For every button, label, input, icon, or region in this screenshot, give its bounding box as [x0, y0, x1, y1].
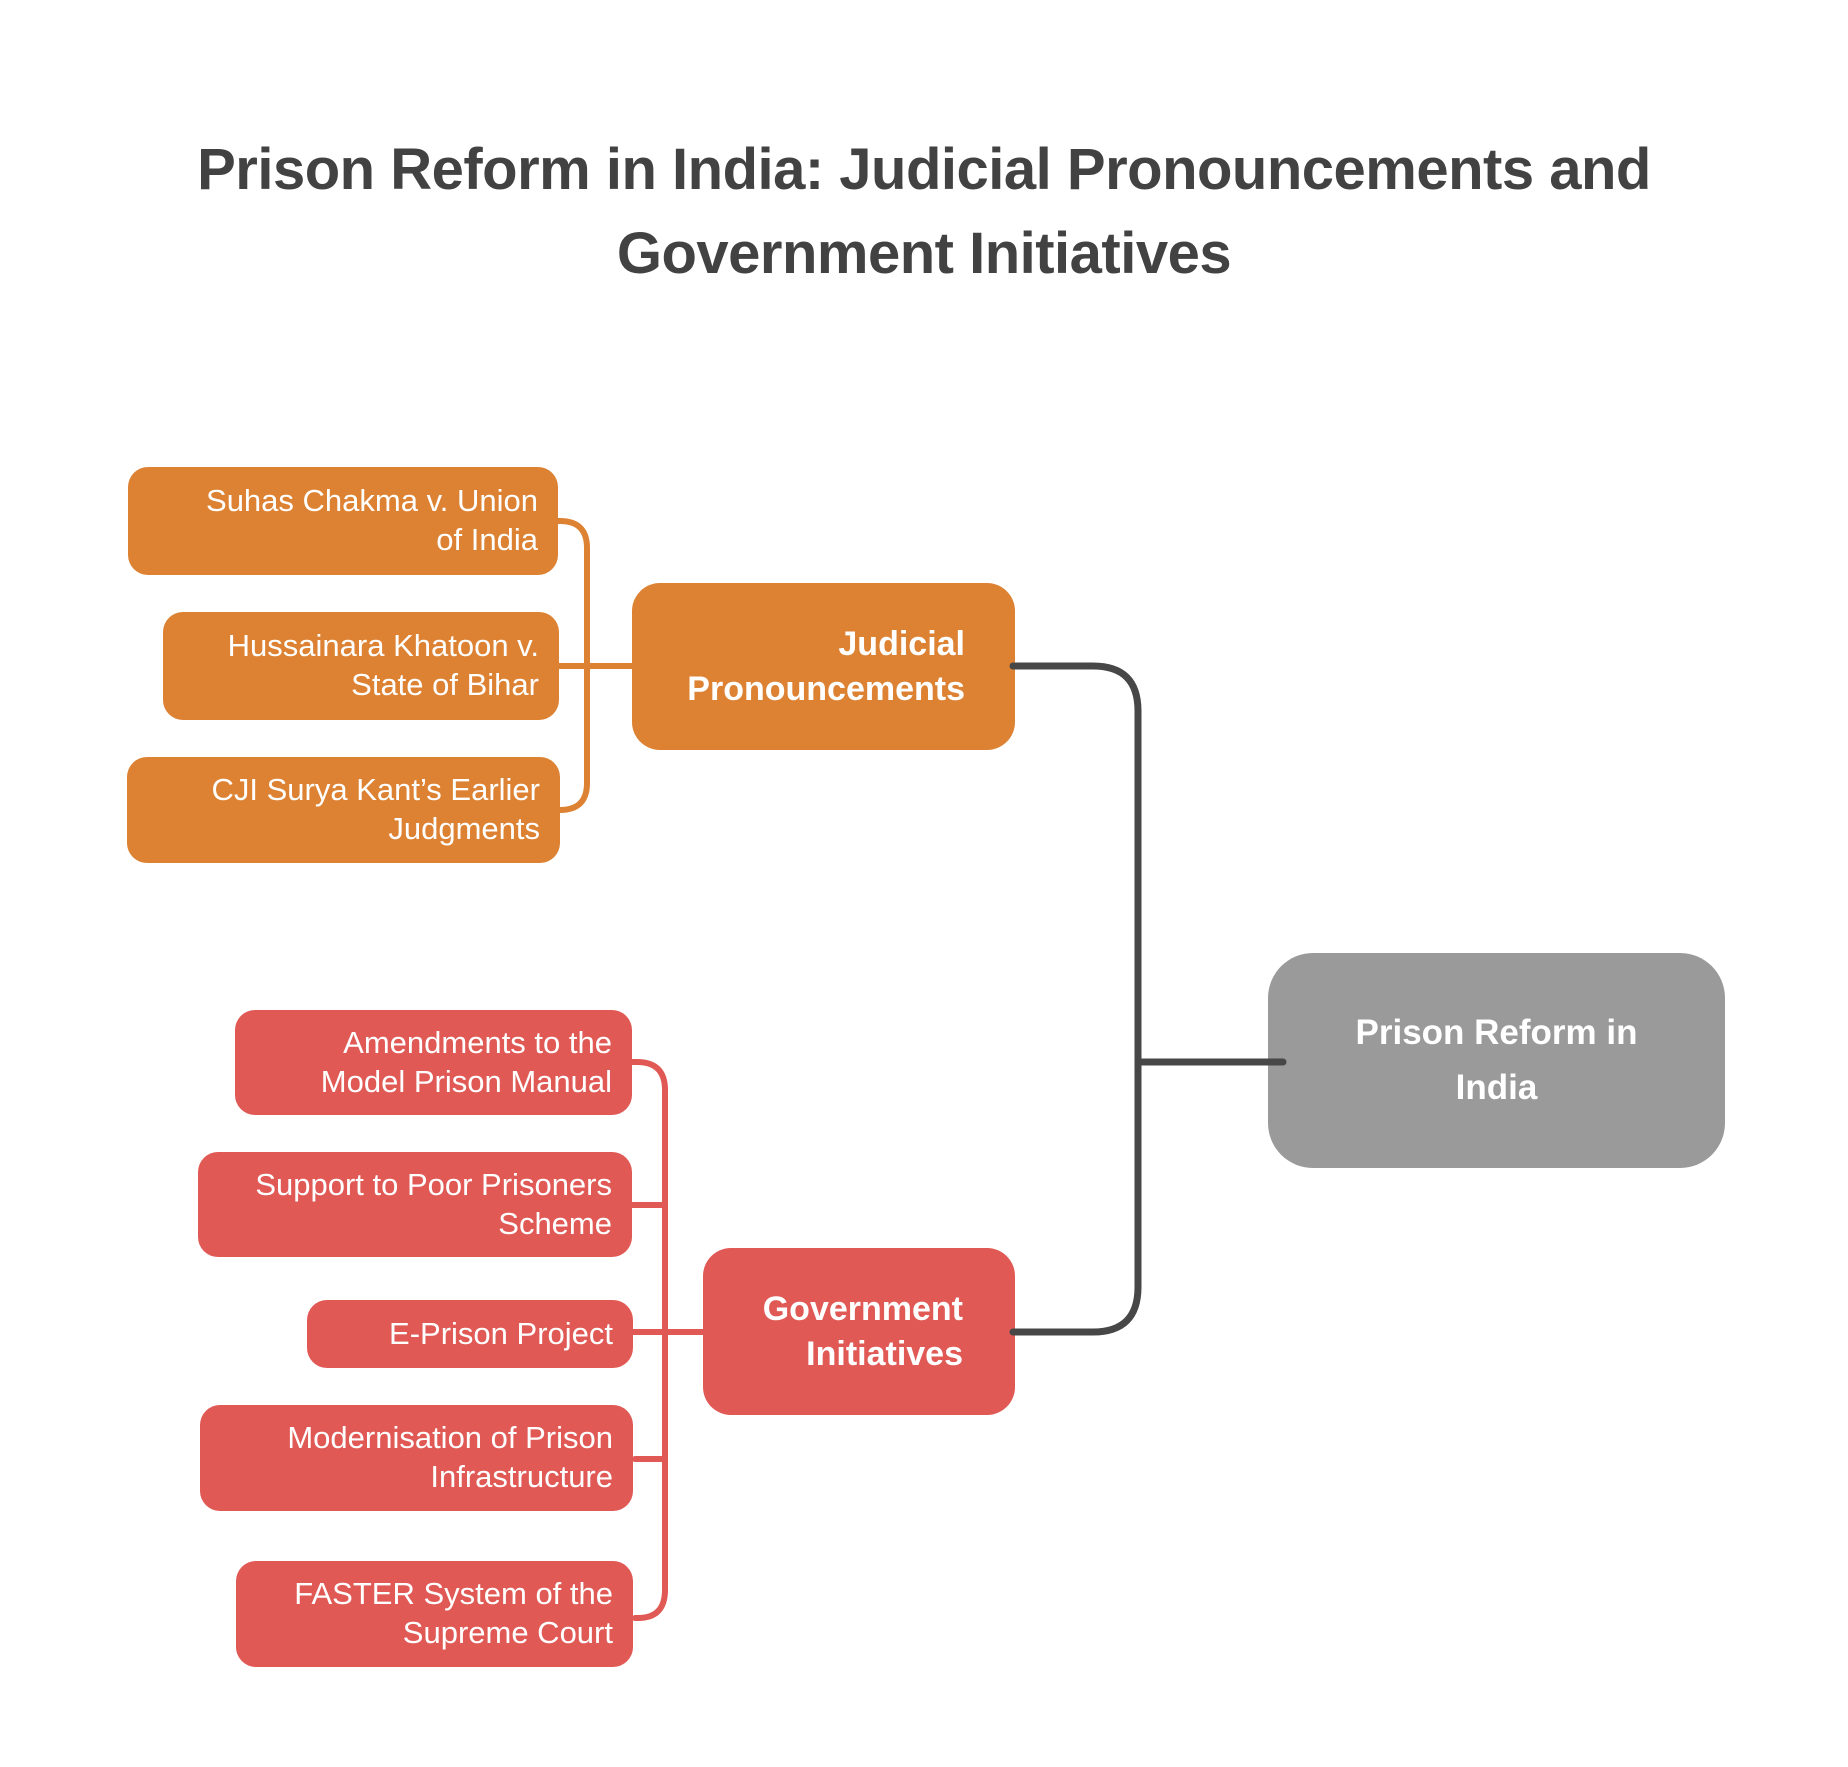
node-suhas-chakma: Suhas Chakma v. Union of India	[128, 467, 558, 575]
node-faster-system-supreme-court: FASTER System of the Supreme Court	[236, 1561, 633, 1667]
node-support-poor-prisoners-scheme: Support to Poor Prisoners Scheme	[198, 1152, 632, 1257]
node-prison-reform-root: Prison Reform in India	[1268, 953, 1725, 1168]
node-government-initiatives: Government Initiatives	[703, 1248, 1015, 1415]
government-bus-connector	[629, 1059, 668, 1621]
node-amendments-model-prison-manual: Amendments to the Model Prison Manual	[235, 1010, 632, 1115]
root-branch-connector	[1009, 662, 1142, 1336]
diagram-title: Prison Reform in India: Judicial Pronoun…	[197, 137, 1651, 286]
node-judicial-pronouncements: Judicial Pronouncements	[632, 583, 1015, 750]
node-e-prison-project: E-Prison Project	[307, 1300, 633, 1368]
node-modernisation-prison-infrastructure: Modernisation of Prison Infrastructure	[200, 1405, 633, 1511]
judicial-bus-connector	[555, 518, 590, 813]
node-hussainara-khatoon: Hussainara Khatoon v. State of Bihar	[163, 612, 559, 720]
node-cji-surya-kant-judgments: CJI Surya Kant’s Earlier Judgments	[127, 757, 560, 863]
